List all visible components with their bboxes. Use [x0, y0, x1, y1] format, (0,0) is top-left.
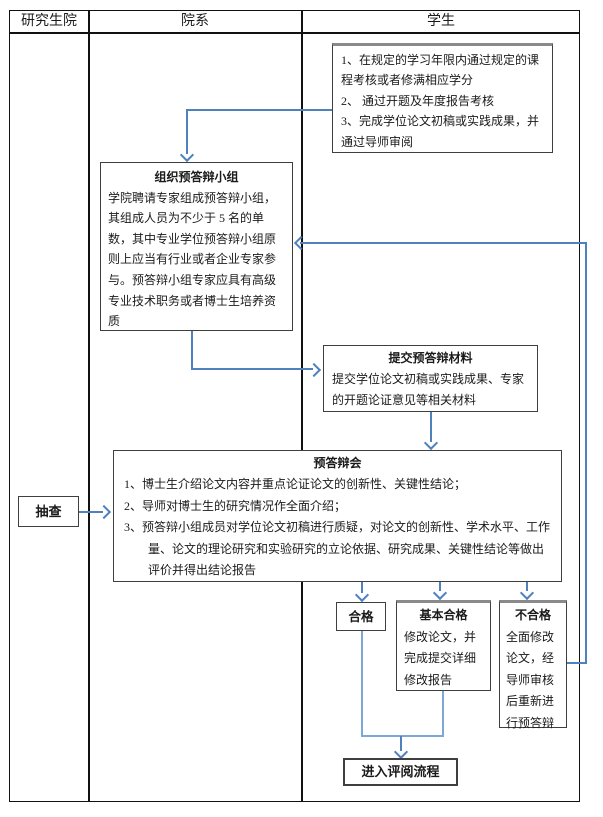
box-title: 不合格 [514, 608, 551, 622]
box-fail: 不合格 全面修改论文，经导师审核后重新进行预答辩 [499, 600, 567, 730]
box-basic-pass: 基本合格 修改论文，并完成提交详细修改报告 [396, 600, 491, 691]
connector-submit-to-meeting-v [430, 412, 432, 442]
header-cell-department: 院系 [181, 14, 209, 29]
connector-req-to-group-h [186, 109, 332, 111]
connector-meeting-to-pass [361, 582, 363, 593]
meeting-item: 1、博士生介绍论文内容并重点论证论文的创新性、关键性结论； [124, 477, 467, 492]
header-cell-student: 学生 [427, 14, 455, 29]
box-title: 提交预答辩材料 [388, 351, 473, 365]
column-divider-1 [88, 10, 90, 802]
box-requirements: 1、在规定的学习年限内通过规定的课程考核或者修满相应学分 2、 通过开题及年度报… [332, 43, 553, 153]
box-organize-group: 组织预答辩小组 学院聘请专家组成预答辩小组，其组成人员为不少于 5 名的单数，其… [100, 162, 293, 331]
connector-pass-down [361, 631, 363, 737]
requirement-item: 2、 通过开题及年度报告考核 [341, 93, 495, 108]
connector-group-to-submit-h [191, 368, 313, 370]
header-divider [9, 32, 580, 34]
box-title: 预答辩会 [313, 456, 362, 470]
box-body: 修改论文，并完成提交详细修改报告 [404, 629, 477, 687]
box-body: 全面修改论文，经导师审核后重新进行预答辩 [506, 629, 555, 730]
box-review-process: 进入评阅流程 [343, 758, 458, 786]
requirement-item: 1、在规定的学习年限内通过规定的课程考核或者修满相应学分 [341, 53, 540, 88]
connector-group-to-submit-v [191, 330, 193, 370]
box-body: 提交学位论文初稿或实践成果、专家的开题论证意见等相关材料 [332, 372, 525, 407]
box-spot-check: 抽查 [18, 496, 79, 527]
meeting-item: 2、导师对博士生的研究情况作全面介绍； [124, 498, 347, 513]
box-pass: 合格 [336, 602, 386, 631]
box-title: 基本合格 [419, 608, 468, 622]
connector-meeting-to-basicpass [439, 582, 441, 591]
connector-req-to-group-v [186, 110, 188, 154]
connector-to-review-v [400, 736, 402, 751]
requirement-item: 3、完成学位论文初稿或实践成果，并通过导师审阅 [341, 114, 540, 149]
box-body: 学院聘请专家组成预答辩小组，其组成人员为不少于 5 名的单数，其中专业学位预答辩… [108, 190, 277, 329]
connector-spotcheck-h [79, 511, 103, 513]
connector-fail-feedback-v [585, 243, 587, 664]
column-divider-2 [301, 10, 303, 802]
connector-join-h [361, 735, 444, 737]
connector-fail-feedback-h1 [567, 662, 587, 664]
swimlane-table [9, 10, 580, 802]
box-submit-materials: 提交预答辩材料 提交学位论文初稿或实践成果、专家的开题论证意见等相关材料 [323, 345, 538, 412]
connector-fail-feedback-h2 [300, 242, 587, 244]
meeting-item: 3、预答辩小组成员对学位论文初稿进行质疑，对论文的创新性、学术水平、工作量、论文… [124, 520, 551, 578]
connector-basicpass-down [442, 691, 444, 737]
header-cell-graduate-school: 研究生院 [21, 14, 77, 29]
box-pre-defense-meeting: 预答辩会 1、博士生介绍论文内容并重点论证论文的创新性、关键性结论； 2、导师对… [113, 450, 562, 582]
box-title: 组织预答辩小组 [154, 170, 239, 184]
connector-meeting-to-fail [526, 582, 528, 591]
